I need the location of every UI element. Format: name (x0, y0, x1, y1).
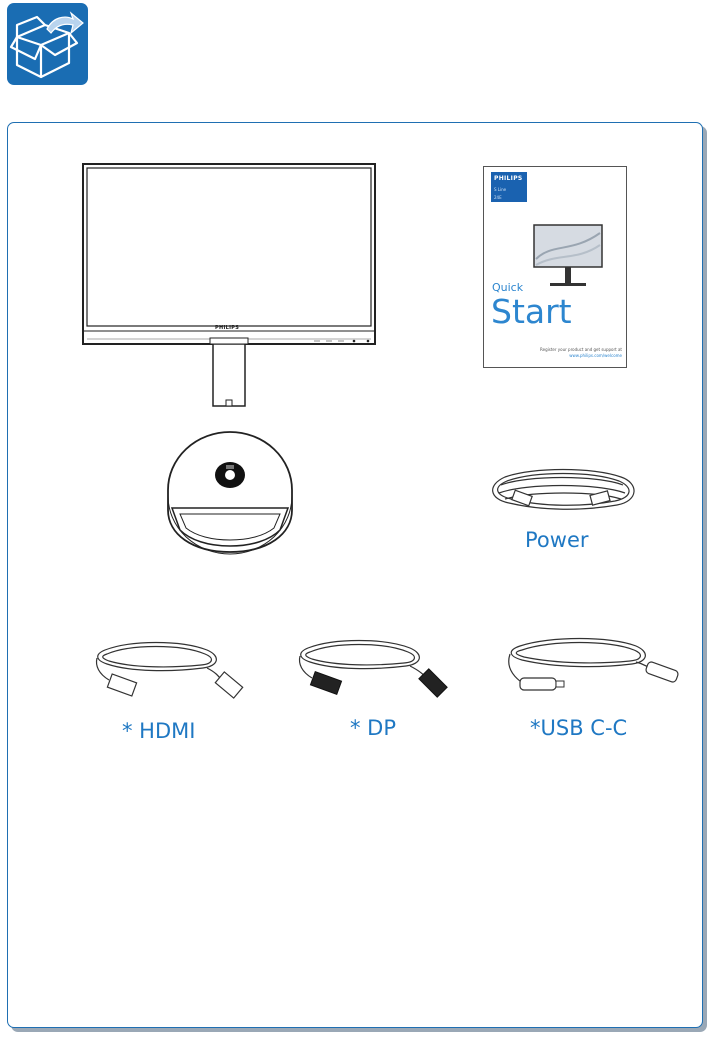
dp-cable-illustration (294, 636, 450, 700)
qs-monitor-image (533, 224, 603, 286)
qs-quick-text: Quick (492, 281, 524, 294)
stand-base-illustration (160, 430, 300, 555)
power-label: Power (525, 528, 589, 552)
qs-start-text: Start (491, 292, 572, 331)
monitor-brand: PHILIPS (215, 325, 240, 331)
hdmi-cable-illustration (91, 638, 245, 700)
dp-label: * DP (350, 716, 397, 740)
quick-start-guide: PHILIPS S Line 24E Quick Start Register … (483, 166, 627, 368)
usb-c-label: *USB C-C (530, 716, 628, 740)
usb-c-cable-illustration (500, 634, 686, 694)
hdmi-label: * HDMI (122, 719, 196, 743)
qs-brand: PHILIPS (494, 175, 523, 182)
box-contents-icon (7, 3, 88, 85)
philips-logo: PHILIPS S Line 24E (491, 172, 527, 202)
qs-register-text: Register your product and get support at (540, 347, 622, 352)
monitor-illustration: PHILIPS (82, 163, 376, 409)
qs-series: S Line (494, 187, 507, 192)
qs-model: 24E (494, 195, 502, 200)
qs-url-text: www.philips.com/welcome (569, 353, 622, 358)
power-cable-illustration (483, 463, 641, 515)
